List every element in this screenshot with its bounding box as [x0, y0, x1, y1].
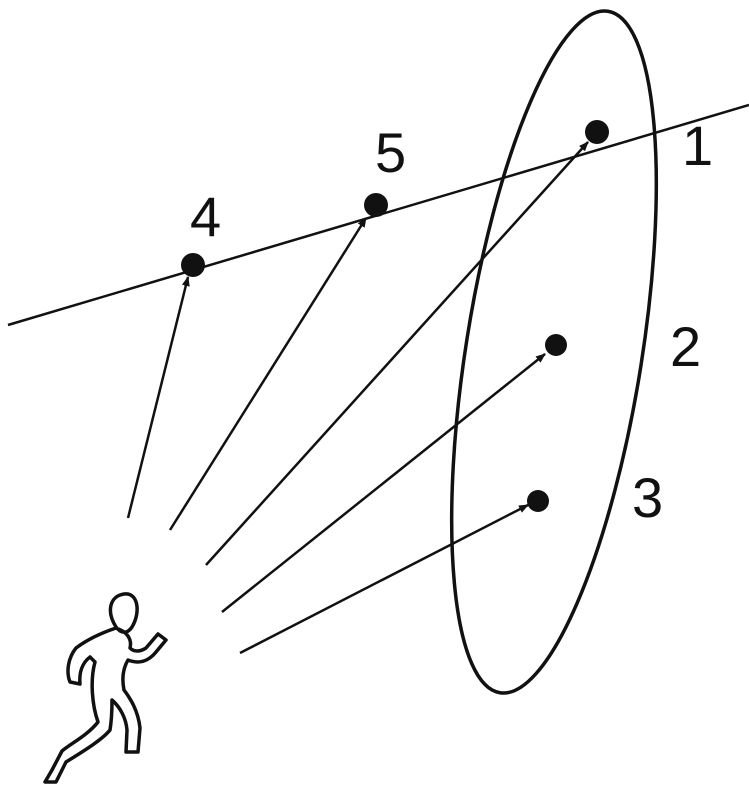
label-point-3: 3 — [632, 466, 663, 529]
running-person-icon — [45, 594, 166, 782]
label-point-5: 5 — [375, 121, 406, 184]
arrow-to-point-4 — [128, 277, 188, 518]
point-2 — [545, 334, 567, 356]
arrow-to-point-3 — [240, 505, 528, 653]
label-point-4: 4 — [190, 185, 221, 248]
point-3 — [527, 490, 549, 512]
point-4 — [181, 253, 205, 277]
label-point-2: 2 — [670, 315, 701, 378]
point-1 — [585, 120, 609, 144]
point-5 — [364, 193, 388, 217]
arrow-to-point-2 — [222, 354, 545, 612]
label-point-1: 1 — [682, 114, 713, 177]
